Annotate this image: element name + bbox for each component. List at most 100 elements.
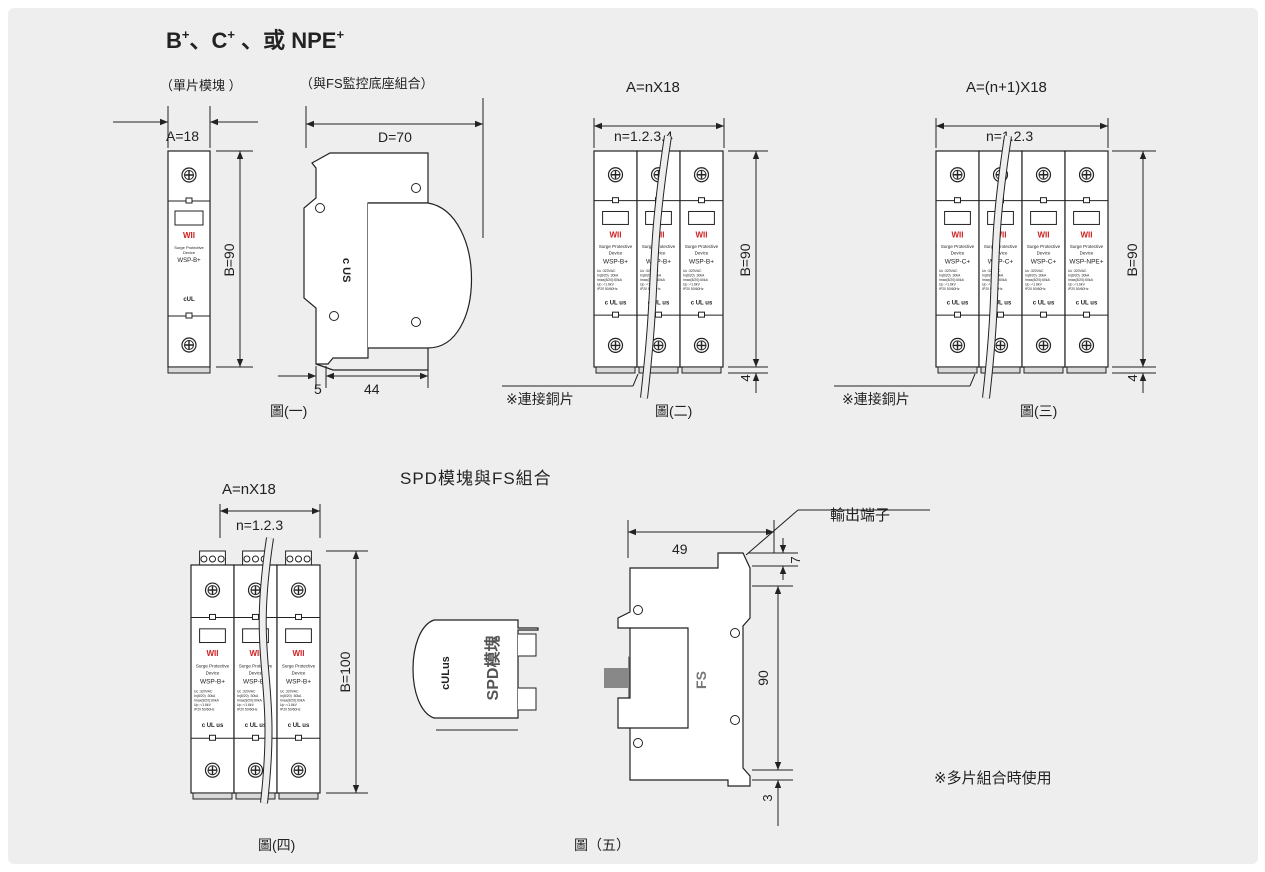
svg-text:WSP-C+: WSP-C+ bbox=[988, 258, 1014, 265]
svg-text:Device: Device bbox=[1080, 251, 1094, 256]
svg-text:5: 5 bbox=[314, 381, 322, 397]
svg-text:Imax(8/20):60kA: Imax(8/20):60kA bbox=[683, 278, 709, 282]
fig4-dim-b: B=100 bbox=[326, 550, 368, 794]
svg-text:B=90: B=90 bbox=[737, 243, 753, 276]
svg-text:Device: Device bbox=[695, 251, 709, 256]
svg-text:IP20 50/60Hz: IP20 50/60Hz bbox=[280, 708, 301, 712]
svg-text:Surge Protective: Surge Protective bbox=[174, 245, 204, 250]
fig4-caption: 圖(四) bbox=[258, 837, 295, 853]
fig3-caption: 圖(三) bbox=[1020, 403, 1057, 419]
label-single-module: （單片模塊 ） bbox=[160, 78, 242, 93]
svg-text:WII: WII bbox=[293, 649, 305, 658]
svg-text:IP20 50/60Hz: IP20 50/60Hz bbox=[597, 287, 618, 291]
svg-text:WII: WII bbox=[250, 649, 262, 658]
fig1-dim-a: A=18 bbox=[113, 106, 258, 148]
svg-text:In(8/20) :30kA: In(8/20) :30kA bbox=[683, 273, 705, 277]
svg-text:Device: Device bbox=[292, 670, 306, 675]
svg-text:SPD模塊: SPD模塊 bbox=[483, 636, 502, 701]
svg-text:Device: Device bbox=[609, 251, 623, 256]
svg-text:IP20 50/60Hz: IP20 50/60Hz bbox=[237, 708, 258, 712]
svg-text:Uc :320VAC: Uc :320VAC bbox=[280, 690, 299, 694]
svg-text:Surge Protective: Surge Protective bbox=[1070, 244, 1104, 249]
svg-text:WSP-C+: WSP-C+ bbox=[1031, 258, 1057, 265]
fig5-dim-49: 49 bbox=[627, 520, 775, 558]
svg-text:Uc :320VAC: Uc :320VAC bbox=[237, 690, 256, 694]
svg-text:WSP-B+: WSP-B+ bbox=[177, 258, 201, 264]
svg-text:Device: Device bbox=[249, 670, 263, 675]
svg-text:n=1.2.3: n=1.2.3 bbox=[236, 517, 283, 533]
fig1-dim-bottom: 5 44 bbox=[278, 366, 429, 397]
svg-text:Device: Device bbox=[951, 251, 965, 256]
connecting-cable bbox=[982, 135, 1012, 399]
svg-text:Surge Protective: Surge Protective bbox=[196, 664, 230, 669]
svg-text:WSP-B+: WSP-B+ bbox=[286, 679, 311, 686]
svg-text:3: 3 bbox=[760, 794, 775, 801]
svg-text:Up :<1.6kV: Up :<1.6kV bbox=[939, 282, 957, 286]
svg-text:c UL us: c UL us bbox=[691, 300, 713, 306]
svg-text:WSP-NPE+: WSP-NPE+ bbox=[1069, 258, 1103, 265]
svg-text:B=90: B=90 bbox=[1124, 243, 1140, 276]
svg-text:Imax(8/20):60kA: Imax(8/20):60kA bbox=[280, 699, 306, 703]
svg-text:c UL us: c UL us bbox=[1033, 300, 1055, 306]
fig2-copper-note: ※連接銅片 bbox=[502, 373, 639, 407]
svg-text:Uc :320VAC: Uc :320VAC bbox=[683, 269, 702, 273]
svg-text:IP20 50/60Hz: IP20 50/60Hz bbox=[1025, 287, 1046, 291]
fig2-dim-a: A=nX18 bbox=[626, 79, 680, 96]
svg-text:WII: WII bbox=[952, 230, 964, 239]
svg-text:Up :<1.6kV: Up :<1.6kV bbox=[1025, 282, 1043, 286]
fig5-caption: 圖（五） bbox=[574, 837, 630, 853]
svg-text:IP20 50/60Hz: IP20 50/60Hz bbox=[194, 708, 215, 712]
svg-text:90: 90 bbox=[755, 670, 771, 686]
diagram-panel: B+、C+ 、或 NPE+ （單片模塊 ） （與FS監控底座組合） A=18 W… bbox=[8, 8, 1258, 864]
svg-text:49: 49 bbox=[672, 541, 688, 557]
fig3-dim-a: A=(n+1)X18 bbox=[966, 79, 1047, 96]
svg-text:c UL us: c UL us bbox=[288, 723, 310, 729]
svg-text:Up :<1.6kV: Up :<1.6kV bbox=[194, 703, 212, 707]
svg-text:IP20 50/60Hz: IP20 50/60Hz bbox=[1068, 287, 1089, 291]
svg-text:Device: Device bbox=[183, 250, 196, 255]
svg-text:D=70: D=70 bbox=[378, 129, 412, 145]
svg-text:A=18: A=18 bbox=[166, 128, 199, 144]
svg-text:In(8/20) :30kA: In(8/20) :30kA bbox=[237, 694, 259, 698]
fig1-caption: 圖(一) bbox=[270, 403, 307, 419]
svg-text:Surge Protective: Surge Protective bbox=[1027, 244, 1061, 249]
svg-text:Uc :320VAC: Uc :320VAC bbox=[1068, 269, 1087, 273]
svg-text:輸出端子: 輸出端子 bbox=[830, 507, 890, 524]
svg-text:44: 44 bbox=[364, 381, 380, 397]
svg-text:WSP-B+: WSP-B+ bbox=[646, 258, 671, 265]
svg-text:Uc :320VAC: Uc :320VAC bbox=[939, 269, 958, 273]
fig1-side-profile: c US bbox=[303, 152, 473, 371]
svg-text:WSP-C+: WSP-C+ bbox=[945, 258, 971, 265]
svg-text:c UL us: c UL us bbox=[990, 300, 1012, 306]
svg-text:B+、C+ 、或 NPE+: B+、C+ 、或 NPE+ bbox=[166, 27, 344, 53]
svg-text:c UL us: c UL us bbox=[1076, 300, 1098, 306]
fig5-output-terminal: 輸出端子 bbox=[745, 507, 930, 556]
svg-text:cUL: cUL bbox=[183, 297, 195, 303]
svg-text:Device: Device bbox=[994, 251, 1008, 256]
svg-text:※連接銅片: ※連接銅片 bbox=[842, 391, 910, 407]
svg-text:c US: c US bbox=[340, 258, 352, 282]
svg-text:Imax(8/20):60kA: Imax(8/20):60kA bbox=[597, 278, 623, 282]
svg-text:FS: FS bbox=[693, 671, 709, 689]
svg-text:WII: WII bbox=[1081, 230, 1093, 239]
svg-text:B=100: B=100 bbox=[337, 651, 353, 692]
svg-text:In(8/20) :30kA: In(8/20) :30kA bbox=[280, 694, 302, 698]
svg-text:Device: Device bbox=[206, 670, 220, 675]
svg-text:Up :<1.6kV: Up :<1.6kV bbox=[1068, 282, 1086, 286]
svg-text:Up :<1.6kV: Up :<1.6kV bbox=[597, 282, 615, 286]
svg-text:Uc :320VAC: Uc :320VAC bbox=[640, 269, 659, 273]
svg-text:Surge Protective: Surge Protective bbox=[984, 244, 1018, 249]
svg-text:Imax(8/20):60kA: Imax(8/20):60kA bbox=[237, 699, 263, 703]
svg-text:In(8/20) :30kA: In(8/20) :30kA bbox=[939, 273, 961, 277]
fig3-copper-note: ※連接銅片 bbox=[834, 373, 976, 407]
svg-text:7: 7 bbox=[788, 556, 803, 563]
fig5-dim-3: 3 bbox=[752, 758, 793, 826]
label-fs-combo: （與FS監控底座組合） bbox=[300, 76, 434, 91]
svg-text:Up :<1.6kV: Up :<1.6kV bbox=[237, 703, 255, 707]
fig5-dim-90: 90 bbox=[752, 585, 793, 771]
